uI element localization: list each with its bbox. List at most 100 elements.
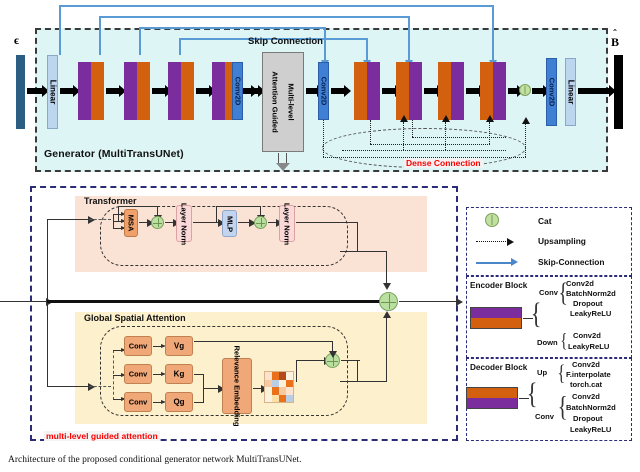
skip-line-1-down: [489, 5, 496, 68]
dense-v-to-dec2: [400, 115, 408, 150]
transformer-merge-v1: [357, 222, 359, 252]
arrow-linear-to-output: [578, 85, 616, 97]
legend-decoder-conv-op-2: BatchNorm2d: [566, 403, 616, 412]
dense-v-to-dec3: [442, 115, 450, 150]
residual1-down: [152, 206, 163, 222]
gsa-vg-block: Vg: [165, 336, 193, 356]
gsa-fan-arrow-2: [113, 372, 126, 378]
arrow-to-attention: [245, 85, 265, 97]
gsa-qg-block: Qg: [165, 392, 193, 412]
dense-v-to-dec4: [486, 115, 494, 144]
decoder-block-4: [480, 62, 506, 120]
relevance-embedding-block: Relevance Embedding: [222, 345, 252, 427]
skip-line-1-up: [59, 5, 61, 55]
gsa-title: Global Spatial Attention: [84, 313, 186, 323]
input-epsilon-label: ϵ: [14, 33, 20, 47]
cat-node-generator: [519, 84, 531, 96]
output-bhat-letter: B: [611, 35, 620, 49]
legend-encoder-conv-brace: {: [558, 278, 568, 307]
decoder-block-1: [354, 62, 380, 120]
residual2-up: [216, 206, 218, 222]
legend-encoder-swatch: [470, 307, 522, 329]
conv2d-output-label: Conv2D: [547, 77, 556, 107]
layer-norm-label-1: Layer Norm: [179, 202, 189, 245]
arrow-attention-to-conv2d-b: [306, 85, 324, 97]
mlga-label: multi-level guided attention: [44, 431, 160, 441]
legend-encoder-section: [466, 276, 632, 358]
dense-connection-title: Dense Connection: [404, 158, 483, 168]
transformer-fan-arrow-1: [113, 211, 126, 217]
legend-encoder-main-brace: {: [530, 297, 542, 330]
legend-encoder-conv-op-4: LeakyReLU: [570, 309, 612, 318]
gsa-conv-block-3: Conv: [124, 392, 152, 412]
gsa-fan-arrow-1: [113, 347, 126, 353]
legend-encoder-conv-op-2: BatchNorm2d: [566, 289, 616, 298]
skip-line-2-down: [405, 16, 412, 68]
skip-line-3-up: [139, 27, 141, 55]
residual1-h: [118, 206, 158, 208]
legend-encoder-conv-op-1: Conv2d: [566, 279, 594, 288]
legend-decoder-conv-op-4: LeakyReLU: [570, 425, 612, 434]
arrow-enc1-enc2: [106, 85, 126, 97]
arrow-conv2d-to-dec1: [331, 85, 351, 97]
generator-title: Generator (MultiTransUNet): [44, 148, 184, 160]
gsa-qg-label: Qg: [173, 397, 185, 407]
detail-merge-output: [399, 296, 463, 307]
arrow-dec2-dec3: [424, 85, 444, 97]
legend-decoder-up-op-2: F.interpolate: [566, 370, 611, 379]
gsa-conv-block-2: Conv: [124, 364, 152, 384]
skip-line-2-h: [99, 16, 409, 18]
detail-branch-middle: [47, 297, 393, 304]
legend-encoder-group-down-name: Down: [537, 338, 558, 347]
arrow-enc3-enc4: [196, 85, 216, 97]
gsa-conv-label-1: Conv: [128, 341, 148, 351]
decoder-block-2: [396, 62, 422, 120]
dense-h-2: [370, 144, 490, 145]
arrow-enc2-enc3: [152, 85, 172, 97]
mlp-label: MLP: [225, 215, 234, 232]
detail-branch-bottom: [47, 381, 95, 392]
legend-decoder-up-op-3: torch.cat: [570, 380, 603, 389]
arrow-linear-to-enc1: [60, 85, 80, 97]
transformer-fan-arrow-2: [113, 218, 126, 224]
gsa-dashed-in: [89, 386, 111, 387]
gsa-conv-label-2: Conv: [128, 369, 148, 379]
dense-v-to-cat: [522, 117, 530, 157]
legend-encoder-down-op-2: LeakyReLU: [568, 342, 610, 351]
residual2-down: [255, 206, 266, 222]
gsa-vg-long-line: [194, 341, 333, 343]
legend-decoder-title: Decoder Block: [470, 363, 528, 372]
gsa-arrow-conv1-vg: [153, 343, 166, 349]
residual1-up: [118, 206, 120, 222]
gsa-vg-down-to-plus: [327, 341, 338, 358]
arrow-cat-to-conv2d-out: [532, 85, 550, 97]
msa-block: MSA: [124, 209, 138, 237]
detail-merge-node: [379, 292, 398, 311]
gsa-fan-arrow-3: [113, 396, 126, 402]
linear-output-label: Linear: [566, 79, 575, 105]
attention-label-left: Attention Guided: [270, 71, 280, 133]
transformer-fan-arrow-3: [113, 225, 126, 231]
attention-label-right: Multi-level: [286, 83, 296, 121]
conv2d-decoder-block: Conv2D: [318, 62, 329, 120]
conv2d-encoder-label: Conv2D: [233, 76, 242, 106]
legend-encoder-title: Encoder Block: [470, 281, 528, 290]
detail-split-vertical: [47, 219, 49, 387]
gsa-kg-out: [194, 374, 204, 376]
conv2d-decoder-label: Conv2D: [319, 76, 328, 106]
mlp-block: MLP: [222, 210, 237, 237]
skip-line-4-down: [363, 38, 370, 68]
gsa-kq-to-relevance: [203, 383, 225, 394]
skip-line-2-up: [99, 16, 101, 55]
legend-decoder-conv-op-1: Conv2d: [572, 392, 600, 401]
gsa-qg-out: [194, 402, 204, 404]
arrow-dec4-to-cat: [508, 85, 524, 97]
detail-branch-top: [47, 214, 95, 225]
gsa-matrix-out-v: [296, 360, 298, 382]
skip-connection-title: Skip Connection: [248, 36, 323, 47]
gsa-conv-label-3: Conv: [128, 397, 148, 407]
transformer-add-node-1: [151, 216, 164, 229]
gsa-kg-block: Kg: [165, 364, 193, 384]
attention-matrix: [264, 371, 294, 403]
encoder-block-2: [124, 62, 150, 120]
